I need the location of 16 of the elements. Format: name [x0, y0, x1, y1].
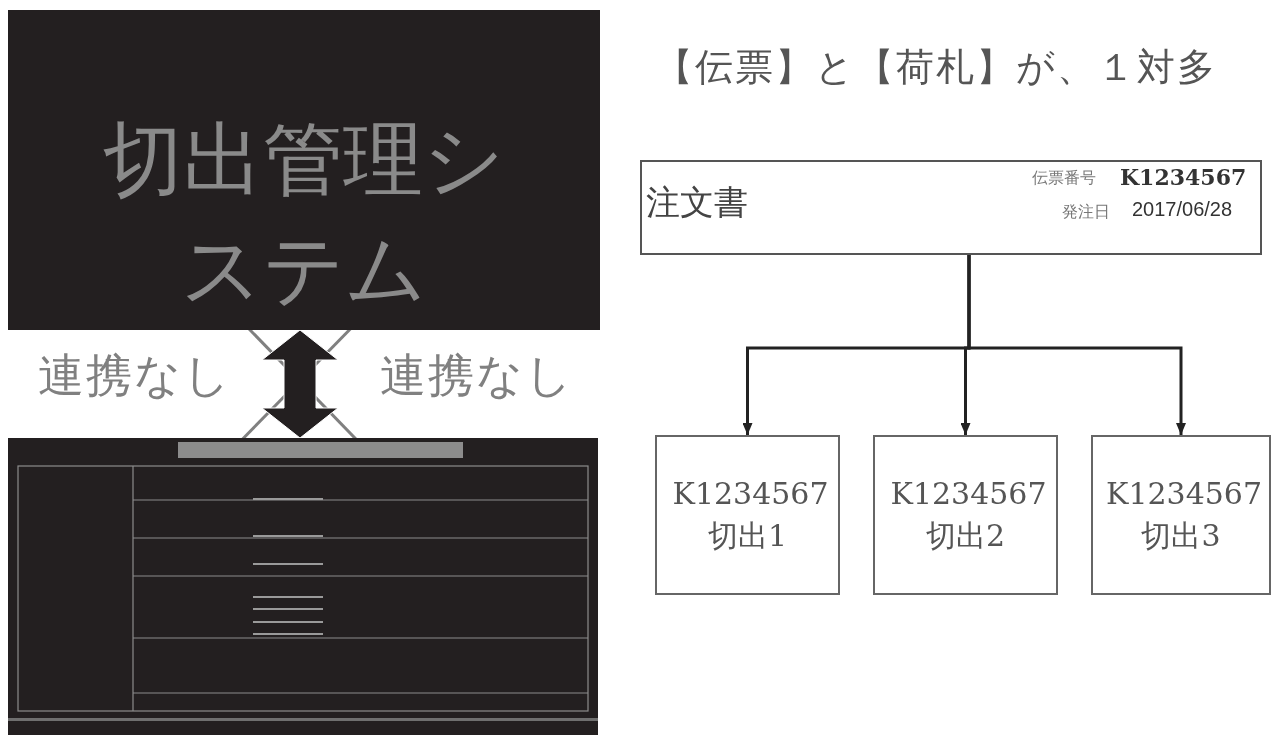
arrow: [967, 255, 1186, 435]
process-box: [655, 435, 840, 595]
system-name: 切出管理システム: [102, 112, 506, 318]
double-arrow: [261, 329, 339, 439]
field-value: 2017/06/28: [1132, 198, 1233, 221]
field-label: 発注日: [1062, 202, 1110, 223]
note-label: 連携なし: [38, 347, 232, 404]
title: 【伝票】と【荷札】が、１対多: [655, 44, 1217, 91]
document-title: 注文書: [646, 181, 748, 224]
process-box: [873, 435, 1058, 595]
document-box: [640, 160, 1262, 255]
system-box: [8, 10, 600, 330]
field-value: K1234567: [1120, 164, 1247, 190]
note-label: 連携なし: [380, 347, 574, 404]
process-box: [1091, 435, 1271, 595]
field-label: 伝票番号: [1032, 168, 1096, 189]
